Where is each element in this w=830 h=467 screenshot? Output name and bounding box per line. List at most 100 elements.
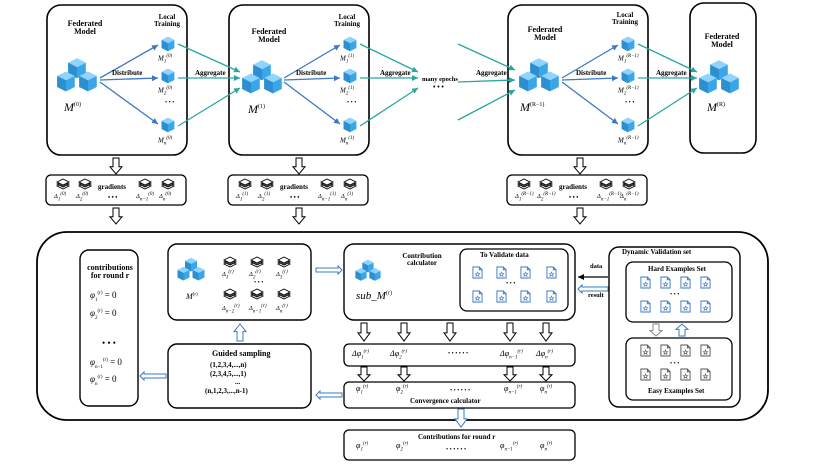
aggregate-arrow-1-c [359, 87, 419, 127]
convergence-phi-4: φn(r) [540, 384, 553, 396]
contribution-init-1: φ2(r) = 0 [90, 308, 117, 321]
hard-dots: • • • [670, 292, 680, 298]
gradient-stack-icon-r1-2 [599, 178, 613, 190]
federated-model-title-r1: Federated Model [527, 25, 563, 43]
contribution-init-3: φn−1(r) = 0 [90, 357, 122, 370]
federated-model-title-1: Federated Model [251, 27, 287, 45]
validate-dots: • • • [506, 281, 516, 287]
local-model-icon-1-0 [343, 36, 357, 52]
easy-dots: • • • [670, 361, 680, 367]
aggregate-arrow-in-a [457, 43, 516, 71]
convergence-to-sampling-arrow [315, 389, 343, 401]
local-model-label-r1-1: M1(R−1) [618, 54, 639, 65]
easy-examples-box [625, 337, 733, 401]
delta-phi-4: Δφn(r) [536, 349, 553, 361]
sampling-sequence-0: (1,2,3,4,...,n) [210, 361, 247, 369]
validate-doc-icon-2 [520, 266, 531, 279]
model-box-0 [46, 4, 188, 156]
delta-down-arrow-0 [356, 366, 372, 382]
gradient-stack-icon-0-0 [56, 178, 70, 190]
gradient-stack-icon-1-2 [320, 178, 334, 190]
local-model-label-1-2: M2(1) [340, 86, 355, 97]
local-model-icon-r1-0 [621, 36, 635, 52]
final-phi-2: • • • • • • [446, 447, 467, 453]
distribute-label-r1: Distribute [576, 69, 607, 77]
hard-examples-title: Hard Examples Set [648, 265, 706, 273]
local-model-label-0-1: M1(0) [158, 54, 173, 65]
arrow-to-contribution-calc [315, 264, 343, 276]
federated-model-title-0: Federated Model [67, 19, 103, 37]
validate-doc-icon-0 [472, 266, 483, 279]
round-gradient-label-0: Δ1(r) [222, 270, 234, 281]
hard-doc-icon-6 [680, 300, 691, 313]
sampling-sequence-2: ... [235, 378, 241, 386]
sampling-to-list-arrow [139, 370, 167, 382]
distribute-arrow-1-a [283, 44, 341, 79]
delta-phi-2: • • • • • • [448, 351, 469, 357]
delta-phi-1: Δφ2(r) [390, 349, 407, 361]
gradients-label-1: gradients [280, 183, 308, 191]
gradient-label-1-0: Δ1(1) [236, 192, 249, 203]
hard-doc-icon-3 [700, 276, 711, 289]
distribute-label-1: Distribute [296, 69, 327, 77]
guided-sampling-title: Guided sampling [212, 349, 271, 358]
local-model-icon-r1-1 [621, 68, 635, 84]
contributions-round-title: contributions for round r [87, 263, 133, 281]
round-gradient-label-1: Δ2(r) [249, 270, 261, 281]
gradient-label-r1-1: Δ2(R−1) [537, 192, 556, 203]
round-gradient-dots: • • • [254, 280, 264, 286]
round-gradient-icon-4 [250, 288, 264, 300]
gradient-stack-icon-1-3 [343, 178, 357, 190]
down-arrow-model-1 [291, 157, 307, 175]
round-process-container [36, 231, 769, 421]
federated-model-icon-1 [242, 60, 282, 93]
dynamic-validation-box [608, 246, 741, 408]
gradients-label-r1: gradients [559, 183, 587, 191]
federated-model-icon-r [699, 60, 739, 93]
aggregate-arrow-2-c [637, 87, 698, 127]
gradient-label-0-1: Δ2(0) [76, 192, 89, 203]
hard-doc-icon-4 [640, 300, 651, 313]
easy-doc-icon-6 [680, 368, 691, 381]
easy-doc-icon-3 [700, 344, 711, 357]
model-label-m0: M(0) [64, 100, 81, 114]
delta-down-arrow-1 [396, 366, 412, 382]
final-contributions-title: Contributions for round r [418, 433, 496, 441]
convergence-calculator-title: Convergence calculator [410, 397, 481, 405]
delta-down-arrow-3 [538, 366, 554, 382]
validate-doc-icon-3 [546, 266, 557, 279]
round-gradient-icon-1 [250, 256, 264, 268]
convergence-phi-0: φ1(r) [356, 384, 369, 396]
gradient-stack-icon-1-0 [238, 178, 252, 190]
aggregate-label-0: Aggregate [195, 69, 226, 77]
federated-model-icon-r1 [519, 58, 559, 91]
local-training-label-1: Local Training [334, 13, 360, 29]
result-hollow-arrow-unused [577, 283, 609, 295]
gradient-stack-icon-0-2 [138, 178, 152, 190]
gradient-stack-icon-0-1 [78, 178, 92, 190]
down-arrow-grad-0 [108, 207, 124, 225]
local-model-label-1-n: Mn(1) [340, 136, 355, 147]
validate-doc-icon-4 [472, 290, 483, 303]
model-box-1 [228, 4, 370, 156]
distribute-arrow-1-b [283, 75, 341, 82]
local-model-dots-1: • • • [347, 100, 357, 106]
down-arrow-model-r1 [572, 157, 588, 175]
calc-down-arrow-3 [503, 322, 517, 342]
calc-down-arrow-0 [357, 322, 371, 342]
delta-phi-3: Δφn−1(r) [500, 349, 523, 361]
aggregate-label-r1: Aggregate [656, 69, 687, 77]
hard-doc-icon-7 [700, 300, 711, 313]
contributions-list-box [79, 249, 139, 407]
gradient-label-0-0: Δ1(0) [54, 192, 67, 203]
gradients-dots-1: • • • [290, 195, 300, 201]
gradient-stack-icon-1-1 [260, 178, 274, 190]
round-model-icon [178, 258, 205, 281]
local-model-icon-0-0 [161, 36, 175, 52]
gradient-label-r1-3: Δn(R−1) [620, 192, 639, 203]
local-model-label-r1-n: Mn(R−1) [618, 136, 639, 147]
many-epochs-label: many epochs [422, 76, 458, 83]
distribute-label-0: Distribute [112, 69, 143, 77]
hard-doc-icon-1 [660, 276, 671, 289]
